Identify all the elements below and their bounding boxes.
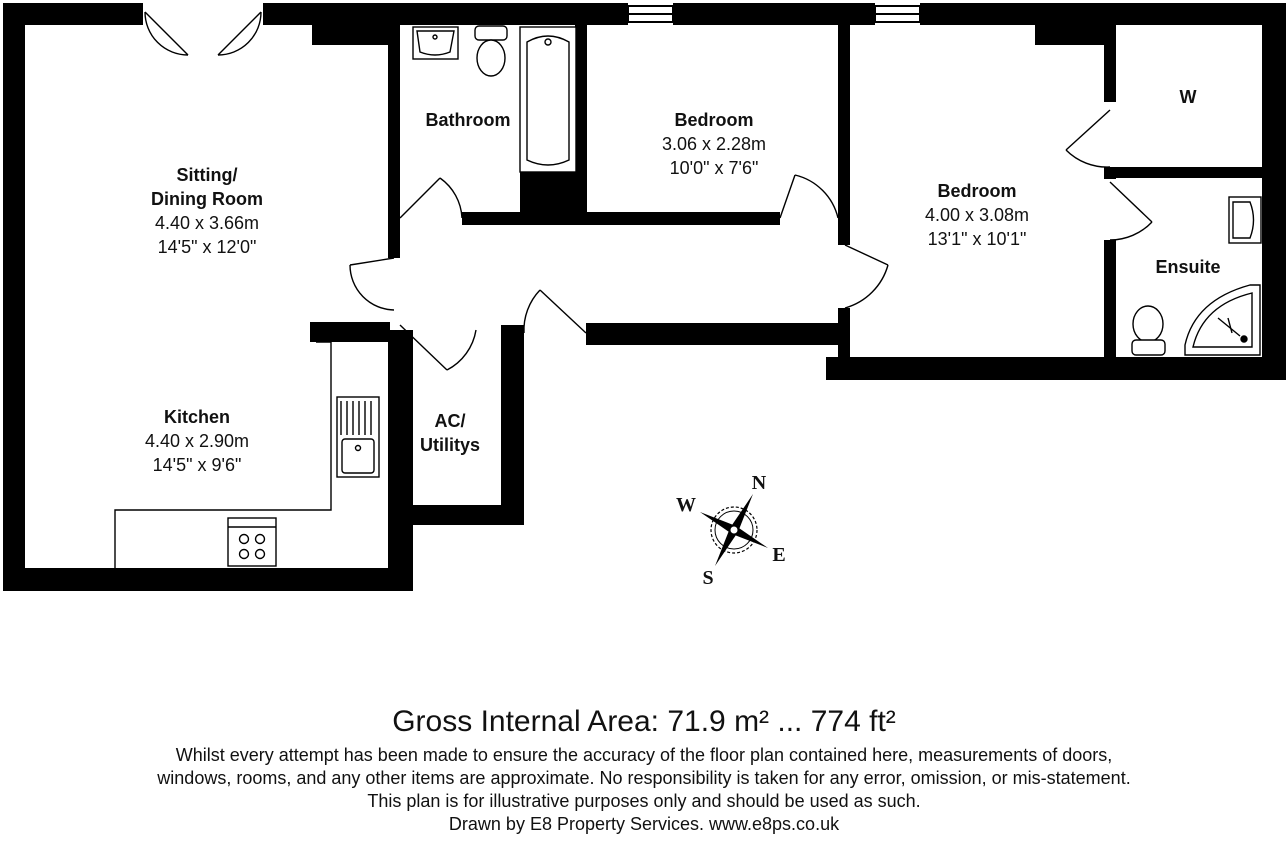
utility-name-1: AC/ bbox=[435, 411, 466, 431]
bedroom1-name: Bedroom bbox=[674, 110, 753, 130]
kitchen-hob bbox=[227, 517, 277, 567]
kitchen-worktop bbox=[114, 341, 380, 568]
footer: Gross Internal Area: 71.9 m² ... 774 ft²… bbox=[0, 700, 1288, 836]
sitting-room-name-2: Dining Room bbox=[151, 189, 263, 209]
bedroom2-imperial: 13'1" x 10'1" bbox=[928, 229, 1027, 249]
compass-rose: N E S W bbox=[676, 472, 786, 589]
gross-internal-area: Gross Internal Area: 71.9 m² ... 774 ft² bbox=[392, 705, 896, 738]
bathroom-fittings bbox=[412, 25, 577, 173]
credit-line: Drawn by E8 Property Services. www.e8ps.… bbox=[448, 814, 840, 834]
ensuite-fittings bbox=[1131, 196, 1262, 356]
bedroom2-name: Bedroom bbox=[937, 181, 1016, 201]
ensuite-name: Ensuite bbox=[1155, 257, 1220, 277]
floor-plan: Sitting/ Dining Room 4.40 x 3.66m 14'5" … bbox=[3, 3, 1286, 591]
disclaimer-line-1: Whilst every attempt has been made to en… bbox=[175, 745, 1113, 765]
kitchen-sink bbox=[336, 396, 380, 478]
ensuite-toilet bbox=[1131, 305, 1166, 356]
compass-n: N bbox=[752, 472, 767, 494]
sitting-room-imperial: 14'5" x 12'0" bbox=[158, 237, 257, 257]
kitchen-metric: 4.40 x 2.90m bbox=[145, 431, 249, 451]
toilet bbox=[474, 25, 508, 77]
bathroom-name: Bathroom bbox=[426, 110, 511, 130]
bath bbox=[519, 26, 577, 173]
walls bbox=[3, 3, 1286, 591]
sitting-room-name-1: Sitting/ bbox=[177, 165, 238, 185]
bedroom2-metric: 4.00 x 3.08m bbox=[925, 205, 1029, 225]
ensuite-basin bbox=[1228, 196, 1262, 244]
compass-e: E bbox=[772, 544, 785, 566]
basin bbox=[412, 26, 459, 60]
windows bbox=[627, 5, 921, 23]
disclaimer-line-3: This plan is for illustrative purposes o… bbox=[367, 791, 921, 811]
kitchen-name: Kitchen bbox=[164, 407, 230, 427]
room-labels: Sitting/ Dining Room 4.40 x 3.66m 14'5" … bbox=[145, 87, 1221, 475]
kitchen-imperial: 14'5" x 9'6" bbox=[153, 455, 242, 475]
bedroom1-metric: 3.06 x 2.28m bbox=[662, 134, 766, 154]
doors bbox=[144, 11, 1153, 371]
compass-s: S bbox=[702, 567, 713, 589]
bedroom1-imperial: 10'0" x 7'6" bbox=[670, 158, 759, 178]
sitting-room-metric: 4.40 x 3.66m bbox=[155, 213, 259, 233]
utility-name-2: Utilitys bbox=[420, 435, 480, 455]
compass-w: W bbox=[676, 494, 696, 516]
disclaimer-line-2: windows, rooms, and any other items are … bbox=[157, 768, 1131, 788]
wardrobe-name: W bbox=[1180, 87, 1197, 107]
shower bbox=[1184, 284, 1261, 356]
